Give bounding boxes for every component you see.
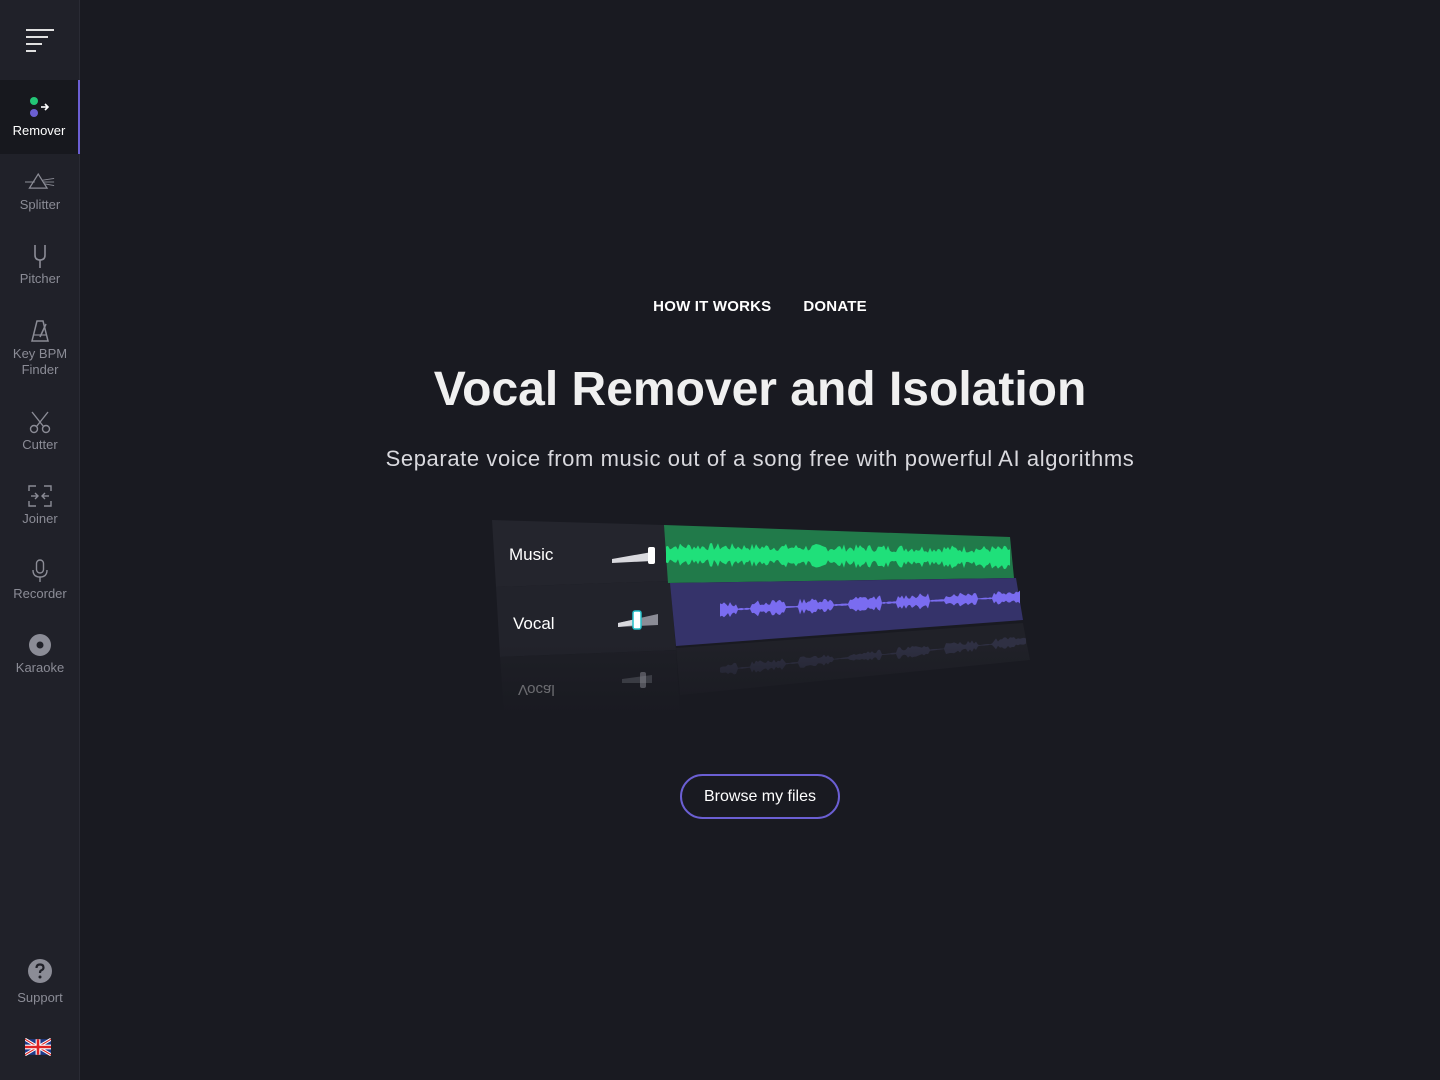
sidebar-item-splitter[interactable]: Splitter bbox=[0, 154, 80, 228]
donate-link[interactable]: DONATE bbox=[803, 298, 867, 315]
main-content: HOW IT WORKS DONATE Vocal Remover and Is… bbox=[80, 0, 1440, 1080]
join-icon bbox=[25, 483, 55, 509]
uk-flag-icon bbox=[24, 1037, 52, 1057]
music-track-panel bbox=[492, 520, 670, 587]
sidebar-item-label: Splitter bbox=[19, 197, 61, 212]
vocal-waveform-bg bbox=[670, 578, 1023, 646]
tuning-fork-icon bbox=[25, 243, 55, 269]
sidebar-item-joiner[interactable]: Joiner bbox=[0, 468, 80, 542]
language-selector[interactable] bbox=[24, 1037, 52, 1057]
music-waveform bbox=[666, 543, 1010, 570]
browse-files-button[interactable]: Browse my files bbox=[680, 774, 840, 819]
scissors-icon bbox=[25, 409, 55, 435]
sidebar-item-label: Cutter bbox=[22, 437, 58, 452]
sidebar-item-label: Karaoke bbox=[15, 660, 65, 675]
sidebar-item-remover[interactable]: Remover bbox=[0, 80, 80, 154]
page-title: Vocal Remover and Isolation bbox=[433, 363, 1087, 416]
vocal-track-label: Vocal bbox=[513, 614, 555, 633]
top-nav: HOW IT WORKS DONATE bbox=[80, 298, 1440, 315]
sidebar-item-pitcher[interactable]: Pitcher bbox=[0, 228, 80, 302]
vocal-waveform bbox=[720, 590, 1020, 618]
metronome-icon bbox=[25, 318, 55, 344]
sidebar-item-cutter[interactable]: Cutter bbox=[0, 394, 80, 468]
sidebar-item-karaoke[interactable]: Karaoke bbox=[0, 617, 80, 691]
support-label: Support bbox=[17, 990, 63, 1005]
vocal-volume-handle bbox=[632, 610, 642, 630]
music-volume-slider bbox=[612, 552, 652, 563]
prism-icon bbox=[25, 169, 55, 195]
sidebar-item-label: Remover bbox=[12, 123, 66, 138]
page-subtitle: Separate voice from music out of a song … bbox=[385, 446, 1135, 471]
menu-button[interactable] bbox=[0, 0, 80, 80]
sidebar: Remover Splitter Pitcher bbox=[0, 0, 80, 1080]
sidebar-item-key-bpm-finder[interactable]: Key BPM Finder bbox=[0, 310, 80, 386]
hamburger-menu-icon bbox=[26, 29, 54, 52]
sidebar-item-label: Joiner bbox=[22, 511, 58, 526]
microphone-icon bbox=[25, 558, 55, 584]
music-volume-handle bbox=[648, 547, 655, 564]
support-button[interactable]: Support bbox=[0, 952, 80, 1012]
vocal-track-panel bbox=[496, 581, 676, 657]
sidebar-item-label: Pitcher bbox=[19, 271, 61, 286]
track-mixer-illustration: Music Vocal Vocal bbox=[490, 520, 1050, 715]
music-track-label: Music bbox=[509, 545, 554, 564]
sidebar-item-recorder[interactable]: Recorder bbox=[0, 543, 80, 617]
how-it-works-link[interactable]: HOW IT WORKS bbox=[653, 298, 772, 315]
question-icon bbox=[28, 959, 52, 986]
sidebar-item-label: Recorder bbox=[13, 586, 67, 601]
disc-icon bbox=[25, 632, 55, 658]
remover-icon bbox=[24, 95, 54, 121]
reflection-label: Vocal bbox=[518, 681, 555, 698]
sidebar-item-label: Key BPM Finder bbox=[12, 346, 68, 377]
